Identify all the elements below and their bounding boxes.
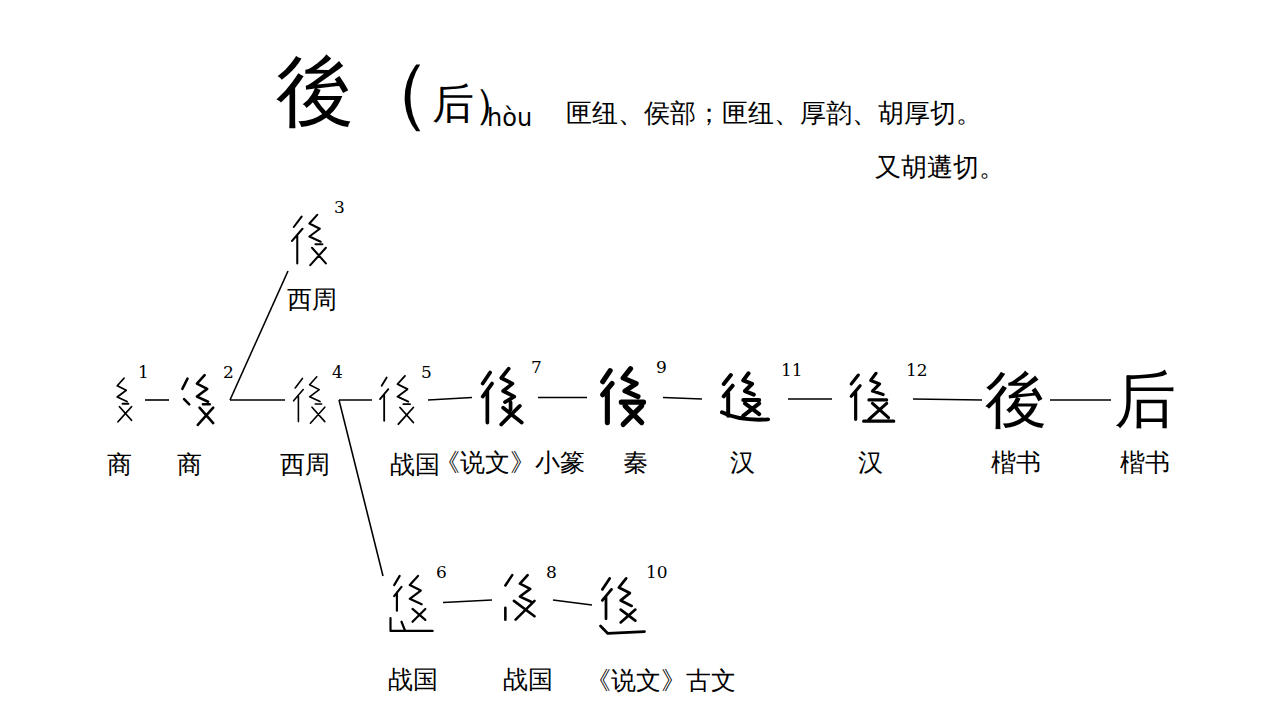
- glyph-drawing: [385, 570, 440, 635]
- glyph-drawing: [495, 570, 550, 630]
- evolution-line: [788, 398, 832, 400]
- ancient-form: 11汉: [705, 368, 785, 430]
- period-label: 汉: [858, 448, 883, 478]
- regular-script-form: 後楷书: [985, 366, 1047, 435]
- regular-script-form: 后楷书: [1114, 366, 1176, 435]
- callout-number: 11: [781, 362, 803, 379]
- glyph-drawing: [475, 365, 535, 430]
- character-title: 後（后）: [276, 52, 516, 130]
- glyph-drawing: [286, 205, 338, 275]
- evolution-line: [553, 600, 592, 605]
- glyph-drawing: [97, 370, 142, 430]
- ancient-form: 8战国: [495, 570, 550, 630]
- ancient-form: 2商: [172, 370, 227, 430]
- evolution-line: [230, 271, 288, 400]
- period-label: 战国: [388, 665, 438, 695]
- evolution-line: [230, 399, 285, 401]
- evolution-line: [913, 399, 982, 400]
- period-label: 楷书: [1120, 448, 1170, 478]
- period-label: 《说文》古文: [586, 666, 736, 696]
- ancient-form: 3西周: [286, 205, 338, 275]
- evolution-line: [443, 600, 492, 603]
- pinyin: hòu: [487, 104, 532, 133]
- regular-character: 后: [1114, 366, 1176, 434]
- period-label: 汉: [730, 448, 755, 478]
- evolution-line: [145, 399, 169, 401]
- callout-number: 5: [421, 364, 432, 381]
- ancient-form: 6战国: [385, 570, 440, 635]
- phonology-note: 又胡遘切。: [875, 152, 1005, 183]
- evolution-line: [1050, 399, 1111, 401]
- glyph-drawing: [705, 368, 785, 430]
- evolution-line: [339, 399, 372, 401]
- regular-character: 後: [985, 366, 1047, 434]
- evolution-line: [428, 398, 472, 401]
- callout-number: 10: [646, 564, 668, 581]
- period-label: 秦: [623, 448, 648, 478]
- callout-number: 8: [546, 564, 557, 581]
- period-label: 商: [107, 450, 132, 480]
- ancient-form: 1商: [97, 370, 142, 430]
- period-label: 战国: [503, 665, 553, 695]
- ancient-form: 12汉: [835, 368, 910, 430]
- evolution-line: [339, 400, 383, 576]
- phonology-note: 匣纽、侯部；匣纽、厚韵、胡厚切。: [566, 98, 982, 129]
- glyph-drawing: [595, 570, 650, 640]
- period-label: 楷书: [991, 448, 1041, 478]
- glyph-drawing: [172, 370, 227, 430]
- callout-number: 9: [656, 359, 667, 376]
- callout-number: 6: [436, 564, 447, 581]
- ancient-form: 10《说文》古文: [595, 570, 650, 640]
- period-label: 西周: [287, 285, 337, 315]
- callout-number: 3: [334, 199, 345, 216]
- callout-number: 1: [138, 364, 149, 381]
- period-label: 西周: [280, 450, 330, 480]
- period-label: 商: [177, 450, 202, 480]
- period-label: 战国: [390, 450, 440, 480]
- callout-number: 2: [223, 364, 234, 381]
- ancient-form: 5战国: [375, 370, 425, 430]
- glyph-drawing: [590, 365, 660, 430]
- glyph-drawing: [835, 368, 910, 430]
- callout-number: 7: [531, 359, 542, 376]
- evolution-line: [538, 397, 587, 399]
- evolution-line: [663, 398, 702, 400]
- ancient-form: 4西周: [288, 370, 336, 430]
- ancient-form: 7《说文》小篆: [475, 365, 535, 430]
- callout-number: 12: [906, 362, 928, 379]
- ancient-form: 9秦: [590, 365, 660, 430]
- glyph-drawing: [288, 370, 336, 430]
- period-label: 《说文》小篆: [435, 448, 585, 478]
- glyph-drawing: [375, 370, 425, 430]
- callout-number: 4: [332, 364, 343, 381]
